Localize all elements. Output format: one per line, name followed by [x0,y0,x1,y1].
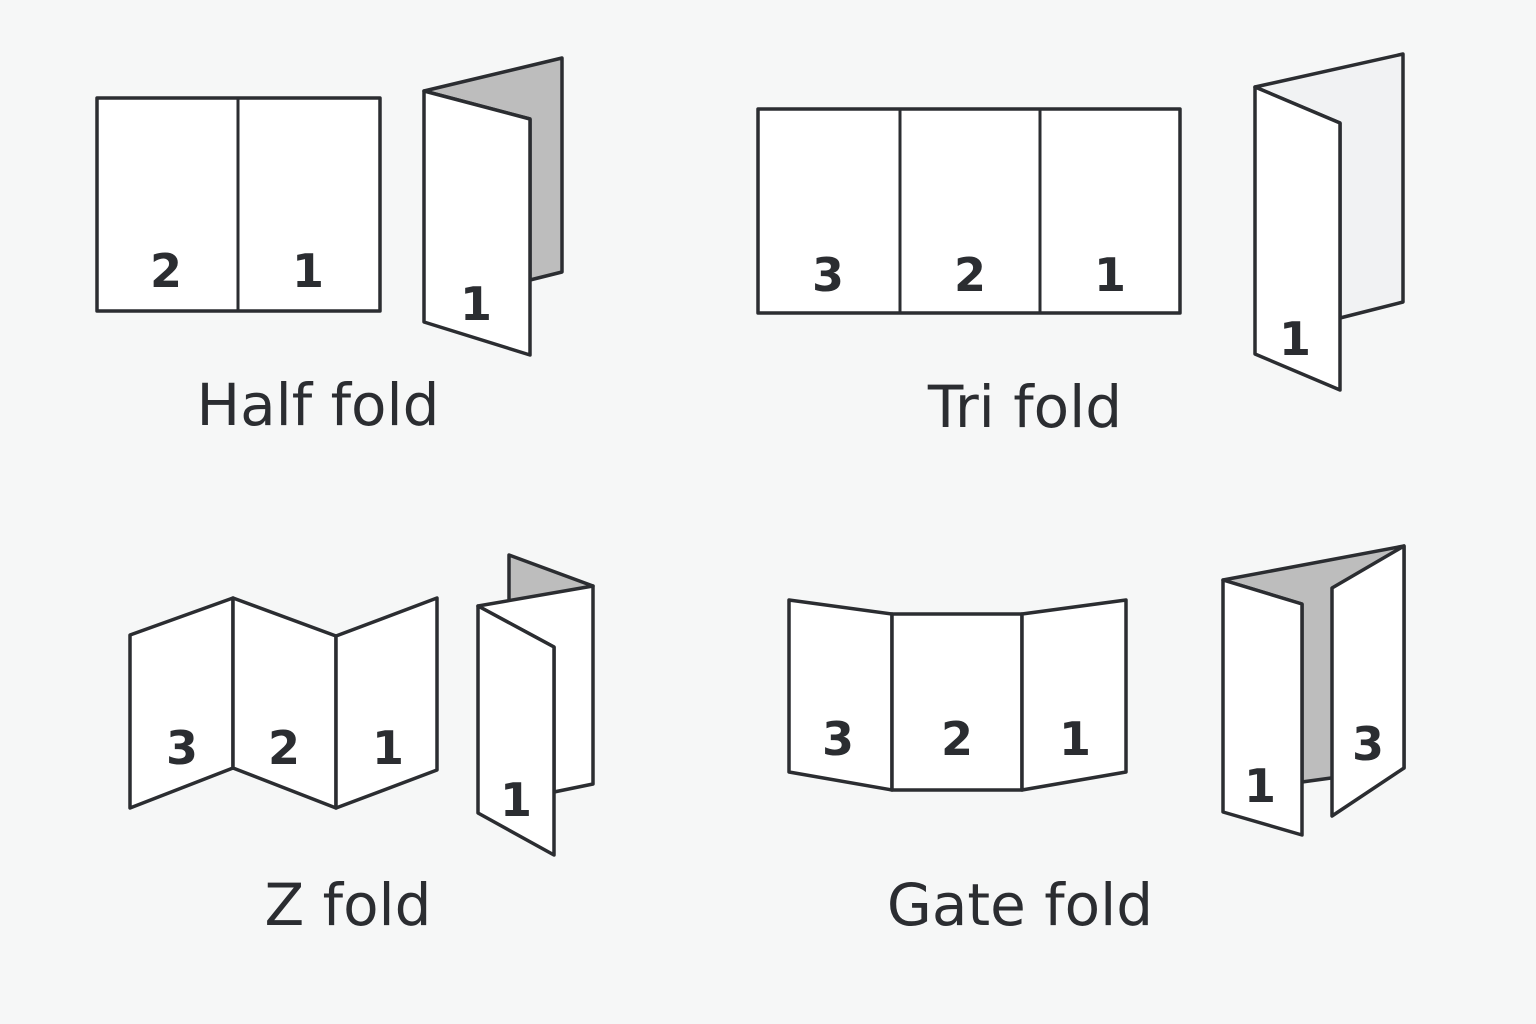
gate-fold-folded-right-number: 3 [1352,717,1384,771]
gate-fold-panel-right [1020,598,1128,792]
tri-fold-flat-panel [756,107,1182,315]
half-fold-front-panel [422,89,532,357]
z-fold-folded-panel-number: 1 [500,773,532,827]
gate-fold-folded-left-number: 1 [1244,759,1276,813]
z-fold-panel-right [334,596,439,810]
z-fold-panel-left [128,596,235,810]
gate-fold-flat-sheet: 3 2 1 [787,598,1128,792]
gate-fold-flat-panel-1-number: 3 [822,712,854,766]
tri-fold-folded-sheet: 1 [1253,52,1405,392]
tri-fold-front-panel [1253,85,1342,392]
z-fold-group: 3 2 1 1 Z fold [128,553,595,939]
z-fold-panel-middle [231,596,338,810]
half-fold-group: 2 1 1 Half fold [95,56,564,439]
z-fold-flat-panel-3-number: 1 [372,721,404,775]
half-fold-caption: Half fold [197,371,440,439]
gate-fold-flat-panel-2-number: 2 [941,712,973,766]
z-fold-folded-sheet: 1 [476,553,595,857]
tri-fold-flat-panel-2-number: 2 [954,248,986,302]
tri-fold-folded-panel-number: 1 [1279,312,1311,366]
tri-fold-flat-panel-3-number: 1 [1094,248,1126,302]
tri-fold-flat-sheet: 3 2 1 [756,107,1182,315]
tri-fold-caption: Tri fold [927,373,1122,441]
half-fold-flat-panel-2-number: 1 [292,244,324,298]
z-fold-caption: Z fold [264,871,431,939]
gate-fold-group: 3 2 1 1 3 Gate fold [787,544,1406,939]
gate-fold-left-flap [1221,578,1304,837]
half-fold-flat-sheet: 2 1 [95,96,382,313]
z-fold-flat-panel-2-number: 2 [268,721,300,775]
tri-fold-group: 3 2 1 1 Tri fold [756,52,1405,441]
gate-fold-flat-panel-3-number: 1 [1059,712,1091,766]
gate-fold-folded-sheet: 1 3 [1221,544,1406,837]
half-fold-folded-sheet: 1 [422,56,564,357]
half-fold-flat-panel-1-number: 2 [150,244,182,298]
z-fold-front-panel [476,604,556,857]
gate-fold-right-flap [1330,544,1406,818]
z-fold-flat-panel-1-number: 3 [166,721,198,775]
half-fold-folded-panel-number: 1 [460,277,492,331]
gate-fold-caption: Gate fold [887,871,1153,939]
tri-fold-flat-panel-1-number: 3 [812,248,844,302]
z-fold-flat-sheet: 3 2 1 [128,596,439,810]
